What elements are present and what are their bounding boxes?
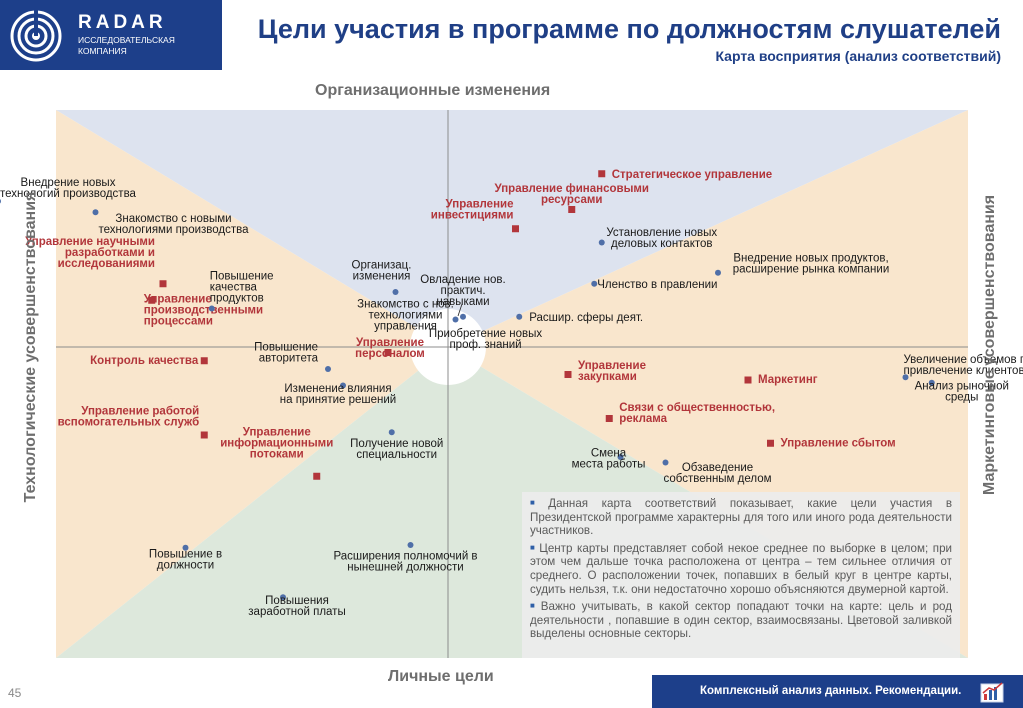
target-marker <box>767 439 774 447</box>
target-marker <box>744 376 752 384</box>
position-label: Увеличение объемов продаж,привлечение кл… <box>904 354 1023 377</box>
logo-subtitle: КОМПАНИЯ <box>78 46 127 56</box>
explanation-paragraph: ■Важно учитывать, в какой сектор попадаю… <box>530 600 952 641</box>
axis-label-left: Технологические усовершенствования <box>22 191 39 503</box>
logo-name: RADAR <box>78 12 167 33</box>
position-label: Расшир. сферы деят. <box>529 312 643 324</box>
position-marker <box>715 269 721 276</box>
target-marker <box>598 170 606 178</box>
position-marker <box>591 280 598 287</box>
position-label: Организац.изменения <box>352 260 412 283</box>
explanation-paragraph: ■Центр карты представляет собой некое ср… <box>530 541 952 596</box>
position-marker <box>388 429 395 436</box>
axis-label-bottom: Личные цели <box>388 668 494 685</box>
position-marker <box>662 459 669 466</box>
target-marker <box>148 296 156 304</box>
position-marker <box>617 454 624 460</box>
logo-subtitle: ИССЛЕДОВАТЕЛЬСКАЯ <box>78 35 175 45</box>
position-marker <box>392 289 399 295</box>
radar-logo-icon <box>10 10 62 62</box>
position-marker <box>902 374 909 381</box>
chart-report-icon <box>980 682 1004 703</box>
position-marker <box>340 382 346 389</box>
position-marker <box>928 379 935 386</box>
target-marker <box>605 415 613 422</box>
footer-text: Комплексный анализ данных. Рекомендации. <box>700 685 962 697</box>
target-label: Связи с общественностью,реклама <box>619 402 775 425</box>
position-marker <box>92 209 99 216</box>
target-marker <box>159 280 167 288</box>
footer-bar <box>652 675 1023 708</box>
target-marker <box>384 349 392 356</box>
bullet-icon: ■ <box>530 542 537 552</box>
target-marker <box>313 472 321 480</box>
position-marker <box>0 199 1 204</box>
axis-label-top: Организационные изменения <box>315 82 551 99</box>
position-marker <box>407 542 414 548</box>
sector-left <box>56 110 448 658</box>
position-label: Членство в правлении <box>597 279 717 291</box>
target-label: Управление сбытом <box>781 437 896 449</box>
explanation-paragraph: ■Данная карта соответствий показывает, к… <box>530 497 952 538</box>
position-marker <box>460 313 466 320</box>
page-title: Цели участия в программе по должностям с… <box>257 14 1001 44</box>
target-label: Стратегическое управление <box>612 169 772 181</box>
position-marker <box>516 313 523 320</box>
page-number: 45 <box>8 686 22 700</box>
position-marker <box>182 544 189 551</box>
position-label: Внедрение новых продуктов,расширение рын… <box>733 252 890 275</box>
leader-line <box>457 303 463 317</box>
bullet-icon: ■ <box>530 601 538 611</box>
explanation-box: ■Данная карта соответствий показывает, к… <box>522 492 960 658</box>
target-marker <box>568 206 576 213</box>
target-marker <box>200 357 208 365</box>
page-subtitle: Карта восприятия (анализ соответствий) <box>715 48 1001 64</box>
position-label: Овладение нов.практич.навыками <box>420 274 505 308</box>
position-marker <box>598 239 605 246</box>
target-marker <box>200 431 208 439</box>
position-marker <box>452 316 459 323</box>
target-marker <box>512 225 519 233</box>
position-marker <box>325 366 331 372</box>
target-marker <box>564 371 572 378</box>
target-label: Маркетинг <box>758 374 818 386</box>
position-marker <box>208 305 215 312</box>
position-marker <box>280 594 286 601</box>
bullet-icon: ■ <box>530 498 546 507</box>
target-label: Контроль качества <box>90 355 199 367</box>
axis-label-right: Маркетинговые усовершенствования <box>981 194 998 496</box>
